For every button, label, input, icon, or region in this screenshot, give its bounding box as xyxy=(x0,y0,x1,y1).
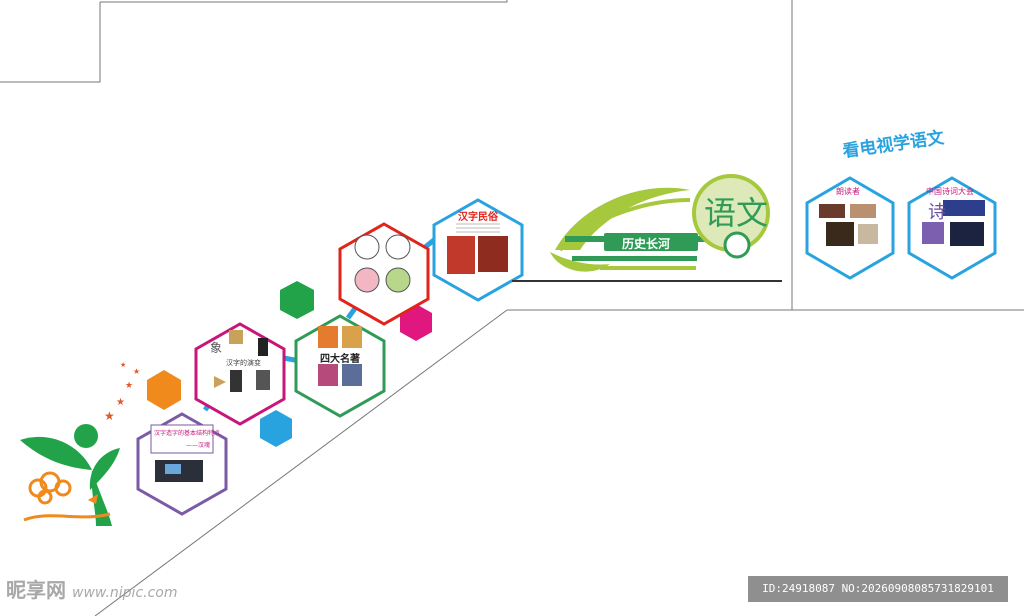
reading-panel-title: 朗读者 xyxy=(836,187,860,196)
watermark: 昵享网 www.nipic.com xyxy=(6,574,178,603)
reading-panel[interactable] xyxy=(805,176,895,280)
evolution-panel-title: 汉字的演变 xyxy=(226,359,261,367)
star-decorations: ★ ★ ★ ★ ★ xyxy=(104,361,140,423)
watermark-brand: 昵享网 xyxy=(6,578,66,602)
folk-panel-title: 汉字民俗 xyxy=(458,212,498,223)
magenta-hexagon xyxy=(400,304,432,341)
blue-hexagon xyxy=(260,410,292,447)
zodiac-panel[interactable] xyxy=(338,222,430,326)
poster-panel-subtitle: ——汉魂 xyxy=(186,442,211,449)
poetry-panel[interactable] xyxy=(907,176,997,280)
watermark-url: www.nipic.com xyxy=(72,585,178,601)
svg-text:★: ★ xyxy=(116,397,125,408)
svg-text:★: ★ xyxy=(104,409,115,423)
classics-panel[interactable] xyxy=(294,314,386,418)
orange-hexagon xyxy=(147,370,181,410)
poster-panel[interactable] xyxy=(136,412,228,516)
svg-text:★: ★ xyxy=(125,381,133,391)
poetry-panel-title: 中国诗词大会 xyxy=(926,187,974,196)
banner-subtitle: 历史长河 xyxy=(622,237,671,251)
poetry-glyph: 诗 xyxy=(928,202,946,223)
banner-title: 语文 xyxy=(704,194,769,232)
folk-panel[interactable] xyxy=(432,198,524,302)
svg-text:★: ★ xyxy=(120,361,126,369)
evolution-panel[interactable]: 象 xyxy=(194,322,286,426)
sprout-logo xyxy=(20,424,120,526)
svg-text:象: 象 xyxy=(210,341,222,355)
image-id-bar: ID:24918087 NO:20260908085731829101 xyxy=(748,576,1008,602)
svg-text:★: ★ xyxy=(133,367,140,376)
classics-panel-title: 四大名著 xyxy=(320,354,360,365)
poster-panel-title: 汉字造字的基本结构特点 xyxy=(154,430,221,437)
history-banner xyxy=(512,174,782,282)
green-hexagon xyxy=(280,281,314,319)
